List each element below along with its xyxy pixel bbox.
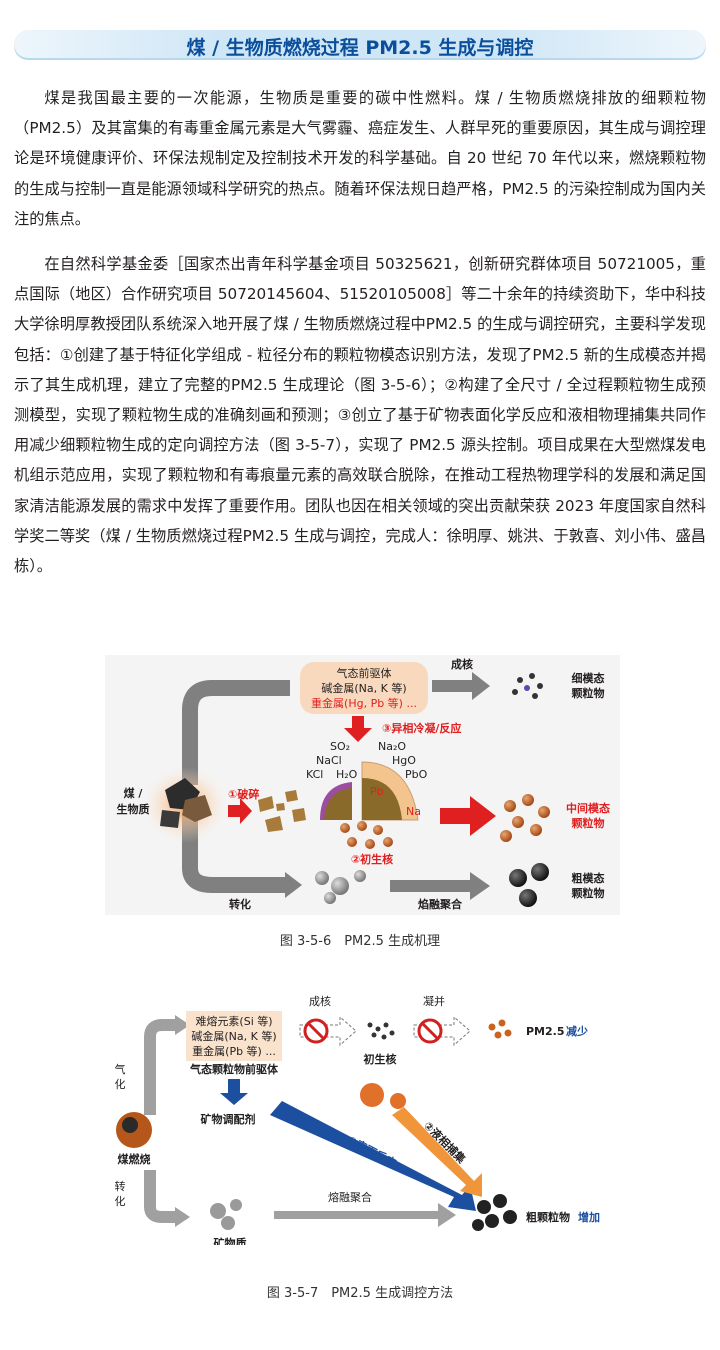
paragraph-2: 在自然科学基金委［国家杰出青年科学基金项目 50325621，创新研究群体项目 … bbox=[14, 255, 706, 576]
coarse-label: 粗颗粒物 bbox=[526, 1210, 570, 1224]
chem-so2: SO₂ bbox=[330, 740, 350, 753]
pm25-reduce-label: 减少 bbox=[566, 1024, 588, 1038]
pm25-label: PM2.5 bbox=[526, 1025, 565, 1038]
nucleation-label: 成核 bbox=[451, 657, 473, 671]
figure-pm25-mechanism: 煤 / 生物质 气态前驱体 碱金属(Na, K 等) 重金属(Hg, Pb 等)… bbox=[0, 650, 720, 920]
nucleation-label: 成核 bbox=[309, 994, 331, 1008]
chem-kcl: KCl bbox=[306, 768, 323, 781]
pm25-particles bbox=[488, 1019, 512, 1039]
coal-label-1: 煤 / bbox=[124, 786, 144, 800]
chem-h2o: H₂O bbox=[336, 768, 358, 781]
fragments bbox=[258, 790, 306, 832]
liquid-capture-arrow bbox=[392, 1107, 482, 1197]
sorbent-arrow bbox=[220, 1079, 248, 1105]
primary-nuclei-label: 初生核 bbox=[364, 1052, 397, 1066]
transform-label: 转化 bbox=[229, 897, 251, 911]
mid-mode-particles bbox=[500, 794, 550, 842]
transform-arrow-head bbox=[175, 1207, 190, 1227]
upper-path-arrow bbox=[182, 680, 290, 785]
paragraph-1: 煤是我国最主要的一次能源，生物质是重要的碳中性燃料。煤 / 生物质燃烧排放的细颗… bbox=[14, 89, 706, 228]
coarse-label-2: 颗粒物 bbox=[572, 886, 605, 900]
chem-pbo: PbO bbox=[405, 768, 428, 781]
coagulation-forbidden-slash bbox=[420, 1021, 440, 1041]
control-diagram: 气 化 煤燃烧 转 化 难熔元素(Si 等) 碱金属(Na, K 等) 重金属(… bbox=[115, 994, 601, 1250]
coarse-label-1: 粗模态 bbox=[572, 871, 605, 885]
fine-mode-label-1: 细模态 bbox=[572, 671, 605, 685]
precursor-refractory: 难熔元素(Si 等) bbox=[195, 1014, 272, 1028]
melt-arrow bbox=[274, 1203, 456, 1227]
gasify-arrow bbox=[144, 1019, 178, 1115]
mineral-particles bbox=[315, 870, 366, 904]
fine-mode-particles bbox=[512, 673, 543, 699]
precursor-label: 气态颗粒物前驱体 bbox=[189, 1062, 279, 1076]
burning-coal-core-icon bbox=[122, 1117, 138, 1133]
figure-pm25-control: 气 化 煤燃烧 转 化 难熔元素(Si 等) 碱金属(Na, K 等) 重金属(… bbox=[0, 985, 720, 1250]
coal-lump-small-icon bbox=[160, 810, 180, 828]
precursor-heavy: 重金属(Pb 等) ... bbox=[192, 1044, 276, 1058]
figure-1-caption: 图 3-5-6 PM2.5 生成机理 bbox=[279, 934, 441, 949]
transform-label-2: 化 bbox=[115, 1194, 126, 1208]
title-bar: 煤 / 生物质燃烧过程 PM2.5 生成与调控 bbox=[14, 30, 706, 60]
coarse-particles bbox=[472, 1194, 517, 1231]
mid-mode-label-2: 颗粒物 bbox=[572, 816, 605, 830]
mineral-label: 矿物质 bbox=[214, 1236, 247, 1245]
precursor-alkali: 碱金属(Na, K 等) bbox=[191, 1029, 276, 1043]
precursor-heavy: 重金属(Hg, Pb 等) ... bbox=[311, 696, 417, 710]
gasify-arrow-head bbox=[175, 1015, 190, 1035]
precursor-box bbox=[186, 1011, 282, 1061]
lower-path-arrow bbox=[182, 815, 285, 893]
chem-na: Na bbox=[406, 805, 421, 818]
mineral-particles bbox=[210, 1199, 242, 1230]
biomass-chunk-icon bbox=[182, 795, 212, 822]
transform-label-1: 转 bbox=[115, 1179, 126, 1193]
primary-nuclei-particles bbox=[340, 821, 393, 849]
mid-mode-arrow bbox=[440, 796, 496, 836]
liquid-droplet-icon bbox=[360, 1083, 384, 1107]
chem-hgo: HgO bbox=[392, 754, 416, 767]
nucleation-forbidden-slash bbox=[306, 1021, 326, 1041]
breakage-arrow bbox=[228, 798, 252, 824]
coarse-mode-particles bbox=[509, 863, 549, 907]
nucleation-arrow bbox=[432, 672, 490, 700]
chem-nacl: NaCl bbox=[316, 754, 342, 767]
coagulation-label: 凝并 bbox=[423, 994, 445, 1008]
fine-mode-label-2: 颗粒物 bbox=[572, 686, 605, 700]
lower-arrow-head bbox=[285, 872, 302, 898]
gasify-label-1: 气 bbox=[115, 1062, 126, 1076]
coarse-more-label: 增加 bbox=[578, 1210, 600, 1224]
chem-pb: Pb bbox=[370, 785, 384, 798]
melt-label: 熔融聚合 bbox=[328, 1190, 372, 1204]
mid-mode-label-1: 中间模态 bbox=[566, 801, 610, 815]
coal-label-2: 生物质 bbox=[117, 802, 150, 816]
surface-reaction-arrow bbox=[270, 1101, 476, 1211]
particle-core-left bbox=[324, 788, 352, 820]
chem-na2o: Na₂O bbox=[378, 740, 406, 753]
coal-burn-label: 煤燃烧 bbox=[118, 1152, 151, 1166]
liquid-droplet-small-icon bbox=[390, 1093, 406, 1109]
page-title: 煤 / 生物质燃烧过程 PM2.5 生成与调控 bbox=[186, 37, 534, 59]
mechanism-diagram: 煤 / 生物质 气态前驱体 碱金属(Na, K 等) 重金属(Hg, Pb 等)… bbox=[105, 655, 620, 915]
melt-label: 焰融聚合 bbox=[418, 897, 463, 911]
sorbent-label: 矿物调配剂 bbox=[201, 1112, 256, 1126]
step2-label: ②初生核 bbox=[351, 852, 393, 866]
step1-label: ①破碎 bbox=[228, 787, 259, 801]
particle-core-right bbox=[362, 778, 402, 820]
figure-2-caption: 图 3-5-7 PM2.5 生成调控方法 bbox=[266, 1286, 454, 1301]
primary-nuclei-dots bbox=[367, 1022, 395, 1040]
step3-label: ③异相冷凝/反应 bbox=[382, 721, 461, 735]
melt-arrow bbox=[390, 872, 490, 900]
transform-arrow bbox=[144, 1170, 178, 1223]
precursor-box bbox=[300, 662, 428, 714]
gasify-label-2: 化 bbox=[115, 1077, 126, 1091]
condensation-down-arrow bbox=[344, 716, 372, 742]
precursor-alkali: 碱金属(Na, K 等) bbox=[321, 681, 406, 695]
precursor-title: 气态前驱体 bbox=[337, 666, 392, 680]
